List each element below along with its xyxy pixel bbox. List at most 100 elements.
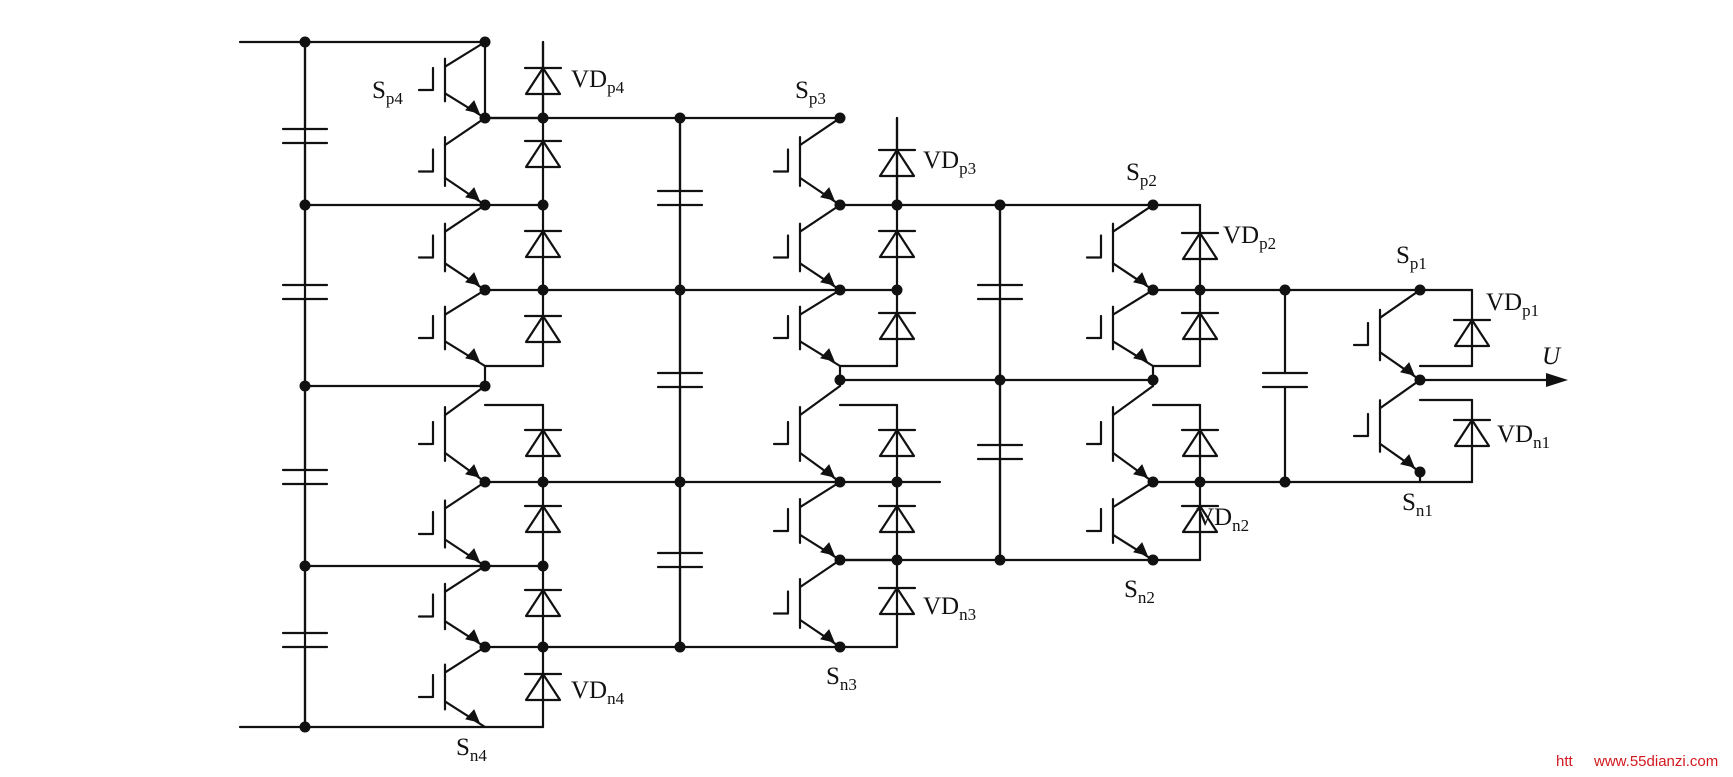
junction-dot — [1414, 284, 1426, 296]
junction-dot — [1194, 476, 1206, 488]
label-sn1: Sn1 — [1402, 489, 1433, 520]
junction-dot — [537, 560, 549, 572]
diode-symbol — [523, 139, 563, 169]
label-sn4: Sn4 — [456, 734, 487, 765]
igbt-symbol — [417, 564, 487, 649]
output-arrow-icon — [1546, 373, 1568, 387]
junction-dot — [674, 476, 686, 488]
junction-dot — [891, 476, 903, 488]
junction-dot — [891, 284, 903, 296]
label-sp3: Sp3 — [795, 77, 826, 108]
diode-symbol — [877, 428, 917, 458]
igbt-symbol — [1085, 288, 1155, 368]
igbt-symbol — [1085, 203, 1155, 292]
igbt-symbol — [1352, 288, 1422, 382]
junction-dot — [834, 554, 846, 566]
junction-dot — [891, 554, 903, 566]
diode-symbol — [523, 588, 563, 618]
junction-dot — [1279, 476, 1291, 488]
junction-dot — [674, 284, 686, 296]
junction-dot — [537, 112, 549, 124]
igbt-symbol — [417, 40, 487, 120]
junction-dot — [299, 721, 311, 733]
igbt-symbol — [417, 480, 487, 568]
junction-dot — [834, 112, 846, 124]
igbt-switches — [417, 40, 1422, 729]
junction-dot — [1147, 554, 1159, 566]
igbt-symbol — [1085, 384, 1155, 484]
diode-symbol — [523, 672, 563, 702]
junction-dot — [834, 476, 846, 488]
junction-dot — [479, 112, 491, 124]
igbt-symbol — [417, 288, 487, 368]
junction-dot — [994, 554, 1006, 566]
label-sn2: Sn2 — [1124, 576, 1155, 607]
diode-symbol — [1180, 504, 1220, 534]
igbt-symbol — [772, 558, 842, 649]
label-vdp2: VDp2 — [1223, 222, 1276, 253]
junction-dot — [299, 36, 311, 48]
junction-dot — [479, 199, 491, 211]
igbt-symbol — [1085, 480, 1155, 562]
igbt-symbol — [772, 116, 842, 207]
igbt-symbol — [772, 203, 842, 292]
junction-dot — [479, 476, 491, 488]
igbt-symbol — [1352, 378, 1422, 474]
diode-symbol — [877, 311, 917, 341]
label-vdp1: VDp1 — [1486, 289, 1539, 320]
junction-dots — [299, 36, 1426, 733]
label-vdn4: VDn4 — [571, 677, 625, 708]
label-sp2: Sp2 — [1126, 159, 1157, 190]
junction-dot — [1279, 284, 1291, 296]
diode-symbol — [523, 428, 563, 458]
diode-symbol — [877, 148, 917, 178]
junction-dot — [834, 374, 846, 386]
junction-dot — [994, 374, 1006, 386]
igbt-symbol — [417, 116, 487, 207]
junction-dot — [537, 641, 549, 653]
label-vdn1: VDn1 — [1497, 421, 1550, 452]
junction-dot — [674, 112, 686, 124]
junction-dot — [537, 199, 549, 211]
label-vdn3: VDn3 — [923, 593, 976, 624]
junction-dot — [1414, 374, 1426, 386]
label-vdp4: VDp4 — [571, 66, 625, 97]
label-sp1: Sp1 — [1396, 242, 1427, 273]
diode-symbol — [523, 66, 563, 96]
junction-dot — [674, 641, 686, 653]
junction-dot — [994, 199, 1006, 211]
junction-dot — [834, 284, 846, 296]
junction-dot — [1194, 284, 1206, 296]
diode-symbol — [877, 229, 917, 259]
junction-dot — [537, 284, 549, 296]
watermark-text: www.55dianzi.com — [1593, 753, 1718, 770]
label-vdp3: VDp3 — [923, 147, 976, 178]
junction-dot — [1147, 476, 1159, 488]
junction-dot — [834, 199, 846, 211]
diode-symbol — [523, 504, 563, 534]
junction-dot — [299, 560, 311, 572]
junction-dot — [1414, 466, 1426, 478]
junction-dot — [537, 476, 549, 488]
capacitors — [281, 127, 1309, 649]
diode-symbol — [523, 314, 563, 344]
junction-dot — [1147, 199, 1159, 211]
junction-dot — [479, 284, 491, 296]
label-sp4: Sp4 — [372, 77, 403, 108]
igbt-symbol — [772, 288, 842, 368]
igbt-symbol — [417, 384, 487, 484]
junction-dot — [479, 380, 491, 392]
diode-symbol — [877, 504, 917, 534]
junction-dot — [479, 560, 491, 572]
igbt-symbol — [772, 384, 842, 484]
diode-symbol — [1452, 418, 1492, 448]
junction-dot — [479, 36, 491, 48]
diode-symbol — [1180, 311, 1220, 341]
junction-dot — [1147, 374, 1159, 386]
diodes — [523, 66, 1492, 702]
igbt-symbol — [417, 203, 487, 292]
circuit-wires — [238, 40, 1568, 729]
junction-dot — [891, 199, 903, 211]
